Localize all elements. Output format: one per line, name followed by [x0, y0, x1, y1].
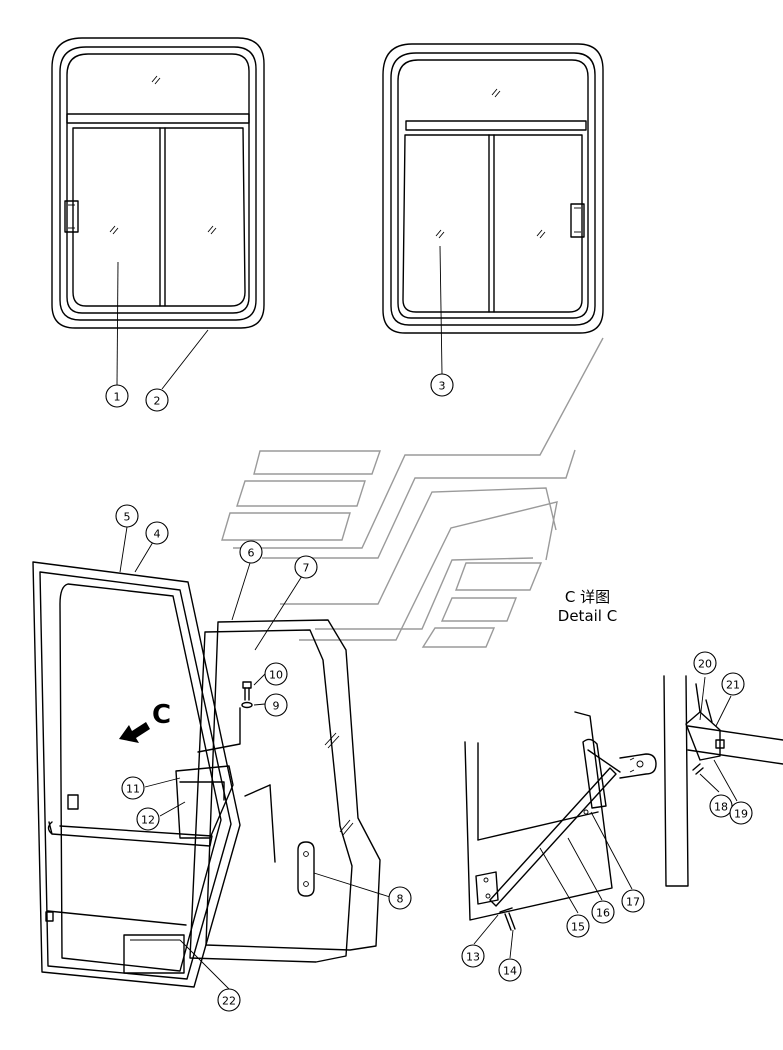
- svg-text:12: 12: [141, 814, 155, 827]
- svg-text:5: 5: [124, 511, 131, 524]
- callout-16: 16: [591, 900, 615, 924]
- callout-13: 13: [461, 944, 485, 968]
- callout-2: 2: [145, 388, 169, 412]
- callout-12: 12: [136, 807, 160, 831]
- hinge-plate: [297, 841, 315, 897]
- svg-text:1: 1: [114, 391, 121, 404]
- callout-5: 5: [115, 504, 139, 528]
- svg-text:16: 16: [596, 907, 610, 920]
- svg-text:19: 19: [734, 808, 748, 821]
- svg-text:17: 17: [626, 896, 640, 909]
- svg-text:8: 8: [397, 893, 404, 906]
- view-arrow: [119, 722, 150, 743]
- view-marker-label: C: [152, 700, 172, 730]
- svg-text:13: 13: [466, 951, 480, 964]
- callout-21: 21: [721, 672, 745, 696]
- svg-text:21: 21: [726, 679, 740, 692]
- door-glass-panels: [189, 619, 381, 963]
- callout-17: 17: [621, 889, 645, 913]
- detail-title-en: Detail C: [557, 607, 618, 625]
- callout-20: 20: [693, 651, 717, 675]
- door-handle: [47, 707, 241, 847]
- callout-9: 9: [264, 693, 288, 717]
- svg-text:11: 11: [126, 783, 140, 796]
- callout-18: 18: [709, 794, 733, 818]
- svg-text:14: 14: [503, 965, 517, 978]
- leader-lines: [116, 245, 738, 990]
- callout-7: 7: [294, 555, 318, 579]
- svg-text:22: 22: [222, 995, 236, 1008]
- detail-c-cab-post: [663, 675, 783, 887]
- callout-19: 19: [729, 801, 753, 825]
- svg-text:18: 18: [714, 801, 728, 814]
- detail-c-door-edge: [464, 711, 657, 931]
- sliding-window-right: [382, 43, 604, 334]
- detail-title-cn: C 详图: [564, 588, 611, 606]
- svg-text:2: 2: [154, 395, 161, 408]
- callout-1: 1: [105, 384, 129, 408]
- callout-10: 10: [264, 662, 288, 686]
- svg-text:6: 6: [248, 547, 255, 560]
- svg-text:3: 3: [439, 380, 446, 393]
- sliding-window-left: [51, 37, 265, 329]
- svg-text:20: 20: [698, 658, 712, 671]
- svg-text:10: 10: [269, 669, 283, 682]
- callout-11: 11: [121, 776, 145, 800]
- door-frame: [32, 561, 241, 988]
- callout-4: 4: [145, 521, 169, 545]
- callout-3: 3: [430, 373, 454, 397]
- callout-14: 14: [498, 958, 522, 982]
- callout-22: 22: [217, 988, 241, 1012]
- svg-text:4: 4: [154, 528, 161, 541]
- svg-text:7: 7: [303, 562, 310, 575]
- bolt-and-washer: [241, 681, 253, 709]
- svg-text:9: 9: [273, 700, 280, 713]
- callout-8: 8: [388, 886, 412, 910]
- callout-15: 15: [566, 914, 590, 938]
- callout-6: 6: [239, 540, 263, 564]
- svg-text:15: 15: [571, 921, 585, 934]
- decal-stripes: [221, 337, 604, 648]
